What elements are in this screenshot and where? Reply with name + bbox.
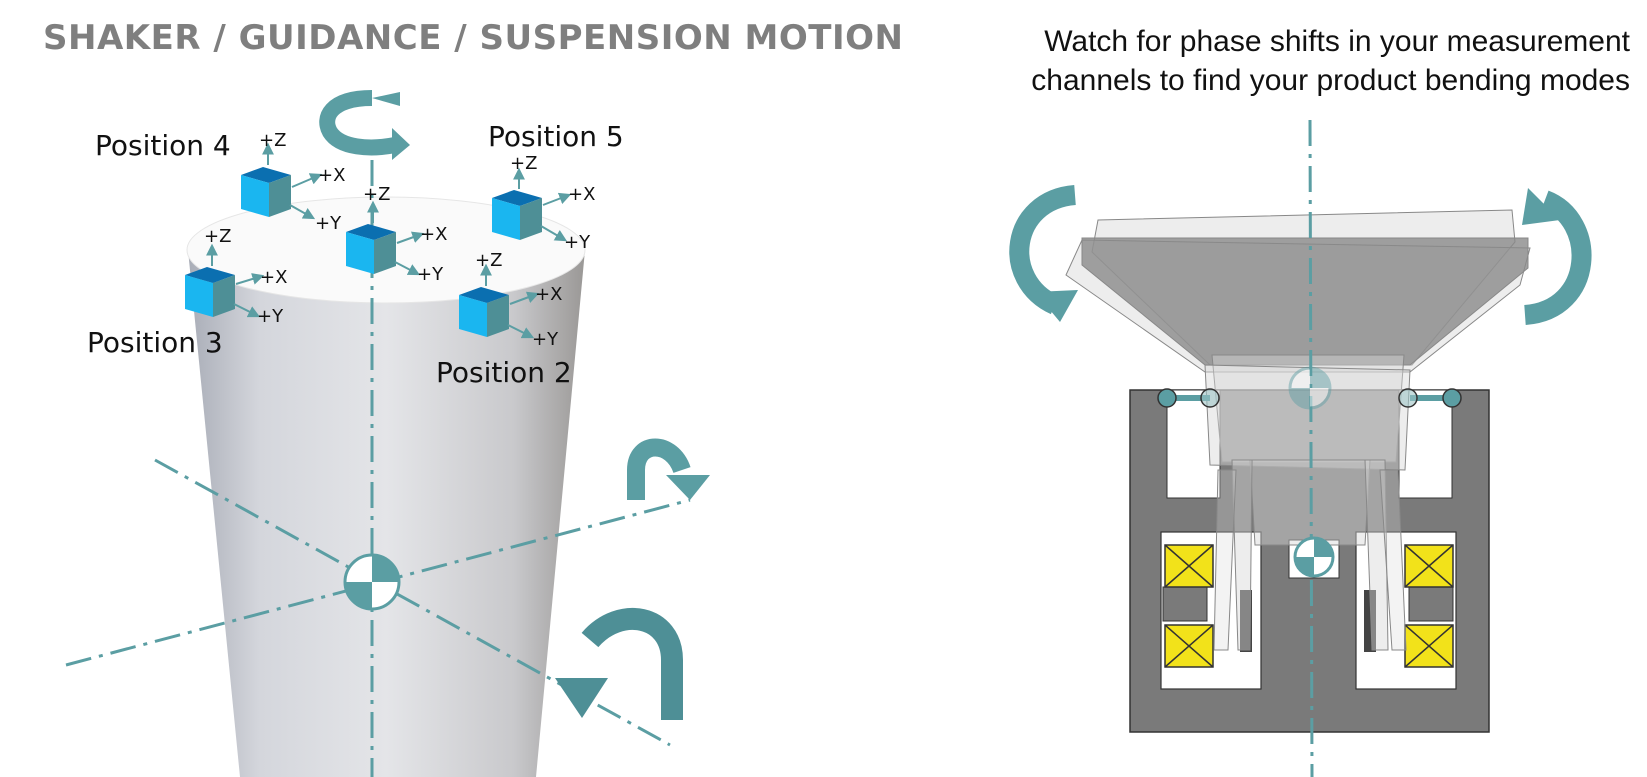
rotation-arrow-ccw-icon bbox=[1009, 185, 1078, 322]
label-position-4: Position 4 bbox=[95, 129, 231, 162]
caption: Watch for phase shifts in your measureme… bbox=[970, 22, 1630, 100]
sensor-cube-position-2 bbox=[459, 263, 540, 339]
page-title: SHAKER / GUIDANCE / SUSPENSION MOTION bbox=[43, 18, 904, 58]
axis-label-x: +X bbox=[420, 224, 447, 245]
center-of-gravity-icon bbox=[1288, 366, 1332, 410]
axis-label-y: +Y bbox=[564, 232, 591, 253]
center-of-gravity-icon bbox=[343, 553, 401, 611]
magnet-coils bbox=[1164, 544, 1454, 668]
axis-label-z: +Z bbox=[363, 184, 390, 205]
center-of-gravity-icon bbox=[1293, 536, 1335, 578]
caption-line-1: Watch for phase shifts in your measureme… bbox=[1044, 25, 1630, 58]
rotation-arrow-x-icon bbox=[627, 438, 710, 500]
axis-label-y: +Y bbox=[417, 264, 444, 285]
axis-label-y: +Y bbox=[532, 329, 559, 350]
axis-label-x: +X bbox=[568, 184, 595, 205]
suspension-links bbox=[1157, 388, 1462, 408]
sensor-cube-position-5 bbox=[492, 167, 572, 242]
axis-label-y: +Y bbox=[315, 213, 342, 234]
rotation-arrow-cw-icon bbox=[1522, 188, 1592, 325]
axis-label-z: +Z bbox=[510, 153, 537, 174]
axis-label-z: +Z bbox=[259, 130, 286, 151]
caption-line-2: channels to find your product bending mo… bbox=[1031, 64, 1630, 97]
product-bending-modes bbox=[1065, 209, 1531, 651]
label-position-3: Position 3 bbox=[87, 326, 223, 359]
axis-label-z: +Z bbox=[475, 250, 502, 271]
axis-label-z: +Z bbox=[204, 226, 231, 247]
sensor-cube-center bbox=[346, 200, 425, 276]
axis-label-x: +X bbox=[535, 284, 562, 305]
label-position-2: Position 2 bbox=[436, 356, 572, 389]
rotation-arrow-z-icon bbox=[319, 90, 410, 160]
rotation-arrow-y-icon bbox=[555, 608, 683, 720]
vertical-axis-line bbox=[1308, 119, 1314, 777]
sensor-cube-position-3 bbox=[185, 243, 265, 318]
axis-label-y: +Y bbox=[257, 306, 284, 327]
axis-label-x: +X bbox=[260, 267, 287, 288]
axis-label-x: +X bbox=[318, 165, 345, 186]
label-position-5: Position 5 bbox=[488, 120, 624, 153]
sensor-cube-position-4 bbox=[241, 142, 323, 220]
cylinder-product bbox=[186, 196, 586, 777]
